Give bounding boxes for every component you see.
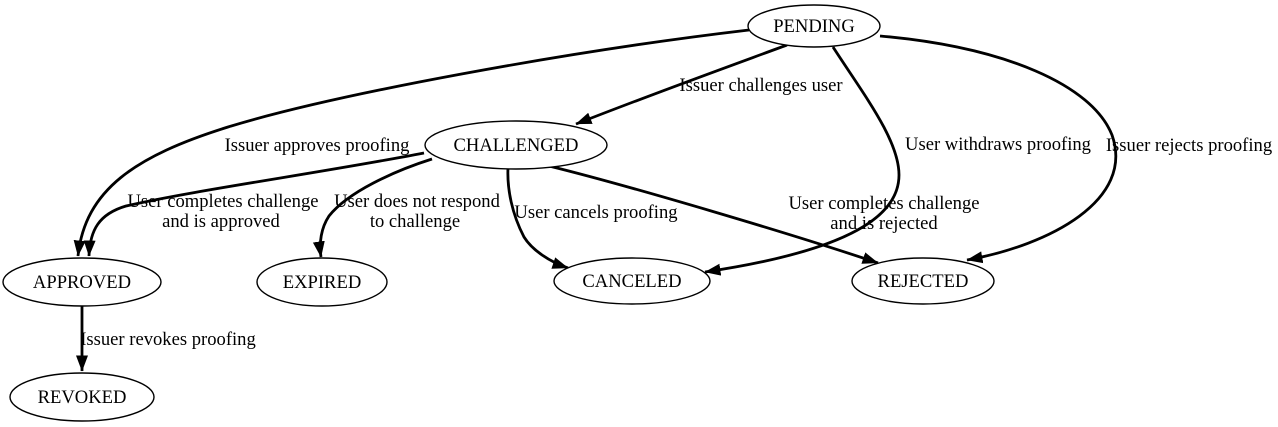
edge-label-user-withdraws-proofing: User withdraws proofing [905,134,1091,155]
edge-label-user-does-not-respond-line1: User does not respond [334,191,500,212]
edge-label-issuer-approves-proofing: Issuer approves proofing [225,135,410,156]
edge-label-user-completes-challenge-approved-line1: User completes challenge [127,191,318,212]
edge-label-issuer-revokes-proofing: Issuer revokes proofing [80,329,256,350]
node-revoked: REVOKED [9,372,155,422]
edge-pending-rejected [879,34,1118,264]
edge-label-issuer-rejects-proofing: Issuer rejects proofing [1106,135,1272,156]
edge-label-user-does-not-respond-line2: to challenge [370,211,460,232]
node-rejected-ellipse [851,257,995,305]
edge-label-user-completes-challenge-approved-line2: and is approved [162,211,280,232]
edge-pending-challenged [575,43,788,126]
edge-label-user-completes-challenge-rejected-line2: and is rejected [830,213,938,234]
nodes: PENDING CHALLENGED APPROVED EXPIRED CANC… [2,4,995,422]
node-canceled-ellipse [553,257,711,305]
edge-label-issuer-challenges-user: Issuer challenges user [679,75,843,96]
node-rejected-label: REJECTED [878,271,969,292]
edge-label-user-completes-challenge-rejected-line1: User completes challenge [788,193,979,214]
edge-label-user-cancels-proofing: User cancels proofing [514,202,677,223]
node-expired: EXPIRED [256,257,388,307]
node-pending-label: PENDING [773,16,855,37]
edge-challenged-rejected [548,164,879,265]
node-challenged-ellipse [424,120,608,170]
node-challenged: CHALLENGED [424,120,608,170]
node-revoked-label: REVOKED [38,387,127,408]
node-approved: APPROVED [2,257,162,307]
edge-pending-canceled [704,46,901,276]
node-canceled: CANCELED [553,257,711,305]
node-approved-ellipse [2,257,162,307]
node-challenged-label: CHALLENGED [454,135,579,156]
node-expired-ellipse [256,257,388,307]
node-canceled-label: CANCELED [582,271,681,292]
node-pending: PENDING [747,4,881,48]
node-expired-label: EXPIRED [283,272,362,293]
edge-pending-approved [73,28,750,257]
edge-challenged-expired [312,157,433,258]
edges [73,28,1118,372]
edge-challenged-canceled [506,167,569,270]
node-approved-label: APPROVED [33,272,131,293]
edge-labels: Issuer challenges user Issuer approves p… [80,75,1272,350]
edge-challenged-approved [83,151,425,257]
node-pending-ellipse [747,4,881,48]
node-rejected: REJECTED [851,257,995,305]
node-revoked-ellipse [9,372,155,422]
